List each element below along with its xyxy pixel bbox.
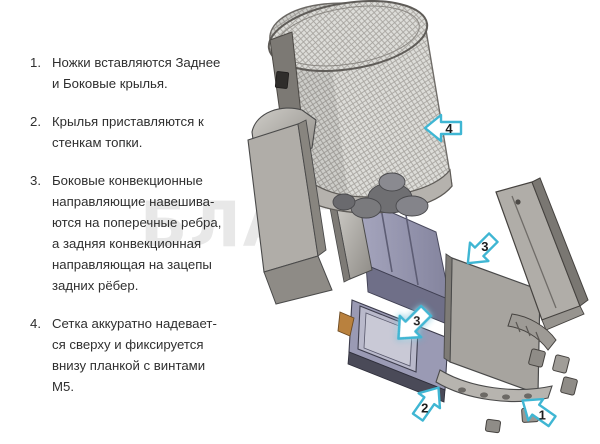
step-line: Сетка аккуратно надевает- bbox=[52, 316, 217, 331]
basket-slot bbox=[274, 71, 290, 89]
step-line: внизу планкой с винтами bbox=[52, 358, 206, 373]
step-text: Боковые конвекционные направляющие навеш… bbox=[52, 170, 260, 296]
step-number: 4. bbox=[30, 316, 41, 331]
door-handle bbox=[337, 311, 355, 337]
step-line: Боковые конвекционные bbox=[52, 173, 203, 188]
guide-rail-hole bbox=[515, 199, 521, 205]
callout-shape bbox=[397, 304, 433, 340]
instruction-list: 1. Ножки вставляются Заднее и Боковые кр… bbox=[0, 52, 272, 414]
step-line: задних рёбер. bbox=[52, 278, 139, 293]
callout-arrow-3-upper: 3 bbox=[466, 232, 499, 265]
callout-label: 4 bbox=[445, 121, 453, 136]
callout-arrow-2: 2 bbox=[411, 386, 442, 422]
stone bbox=[395, 195, 429, 217]
step-line: направляющие навешива- bbox=[52, 194, 215, 209]
guide-rail-fold bbox=[511, 195, 557, 309]
basket-top-rim bbox=[267, 0, 429, 72]
curved-bracket bbox=[507, 313, 557, 351]
leg-foot bbox=[552, 354, 570, 374]
step-text: Ножки вставляются Заднее и Боковые крыль… bbox=[52, 52, 260, 94]
callout-arrow-3-lower: 3 bbox=[397, 304, 433, 340]
side-wing-panels bbox=[247, 107, 333, 305]
list-item: 1. Ножки вставляются Заднее и Боковые кр… bbox=[0, 52, 272, 94]
callout-shape bbox=[411, 386, 442, 422]
callout-label: 2 bbox=[421, 400, 428, 415]
firebox-door-window bbox=[363, 312, 413, 367]
step-number: 1. bbox=[30, 55, 41, 70]
step-line: а задняя конвекционная bbox=[52, 236, 202, 251]
stone bbox=[378, 172, 406, 192]
list-item: 4. Сетка аккуратно надевает- ся сверху и… bbox=[0, 313, 272, 397]
step-line: Крылья приставляются к bbox=[52, 114, 204, 129]
step-line: ся сверху и фиксируется bbox=[52, 337, 204, 352]
base-plate bbox=[435, 369, 553, 403]
step-line: Ножки вставляются Заднее bbox=[52, 55, 221, 70]
guide-rail-tabs bbox=[541, 305, 585, 331]
side-wing-panel-lower bbox=[263, 255, 333, 305]
list-item: 3. Боковые конвекционные направляющие на… bbox=[0, 170, 272, 296]
exploded-assembly-diagram: 4 3 3 2 1 bbox=[240, 0, 600, 444]
list-item: 2. Крылья приставляются к стенкам топки. bbox=[0, 111, 272, 153]
step-number: 3. bbox=[30, 173, 41, 188]
step-line: и Боковые крылья. bbox=[52, 76, 168, 91]
leg-foot bbox=[560, 376, 578, 396]
convection-guide-rail bbox=[495, 177, 589, 331]
stone bbox=[350, 197, 382, 219]
panel-rib bbox=[405, 214, 419, 286]
step-line: M5. bbox=[52, 379, 74, 394]
callout-shape bbox=[466, 232, 499, 265]
side-wing-panel-edge bbox=[297, 119, 327, 257]
mesh-stone-basket bbox=[267, 0, 453, 214]
callout-label: 1 bbox=[539, 407, 546, 422]
curved-bracket-teeth bbox=[515, 321, 541, 343]
callout-arrow-4: 4 bbox=[423, 113, 463, 143]
step-line: направляющая на зацепы bbox=[52, 257, 212, 272]
callout-shape bbox=[521, 397, 557, 428]
step-line: стенкам топки. bbox=[52, 135, 143, 150]
guide-rail-side bbox=[531, 177, 589, 307]
step-text: Сетка аккуратно надевает- ся сверху и фи… bbox=[52, 313, 260, 397]
step-number: 2. bbox=[30, 114, 41, 129]
panel-rib bbox=[379, 201, 393, 273]
base-hole bbox=[524, 393, 532, 399]
stones bbox=[332, 172, 429, 219]
callout-arrow-1: 1 bbox=[521, 397, 557, 428]
callout-label: 3 bbox=[481, 239, 488, 254]
leg-foot bbox=[484, 418, 502, 434]
leg-foot bbox=[528, 348, 546, 368]
stove-body bbox=[329, 194, 453, 403]
step-text: Крылья приставляются к стенкам топки. bbox=[52, 111, 260, 153]
base-hole bbox=[480, 392, 488, 398]
base-hole bbox=[458, 387, 466, 393]
callout-label: 3 bbox=[413, 313, 420, 328]
base-plate-body bbox=[435, 369, 553, 403]
lower-band bbox=[347, 351, 446, 403]
step-line: ются на поперечные ребра, bbox=[52, 215, 222, 230]
right-wing-edge bbox=[443, 253, 453, 363]
base-hole bbox=[502, 394, 510, 400]
callout-shape bbox=[423, 113, 463, 143]
stone bbox=[332, 193, 356, 211]
